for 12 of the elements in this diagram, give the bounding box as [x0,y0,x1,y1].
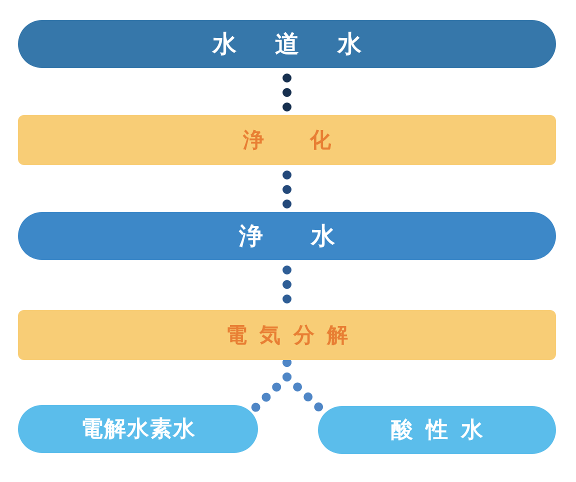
node-label: 酸性水 [390,417,496,445]
node-label: 電気分解 [226,322,360,349]
node-label: 浄水 [239,221,383,252]
process-band [18,115,556,165]
rounded-box [18,405,258,453]
node-label: 浄化 [242,127,378,154]
rounded-box [318,406,556,454]
node-label: 水道水 [212,29,400,60]
rounded-box [18,212,556,260]
node-label: 電解水素水 [80,416,196,444]
rounded-box [18,20,556,68]
process-band [18,310,556,360]
